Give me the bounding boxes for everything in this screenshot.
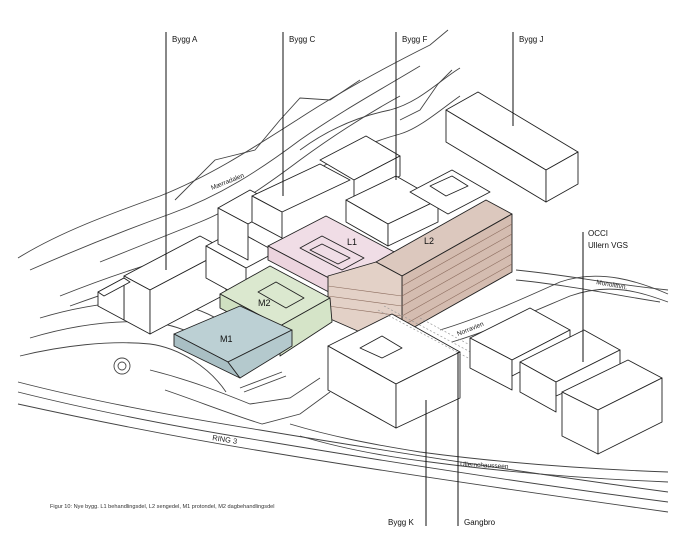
label-bygg-a: Bygg A [172,35,198,44]
label-l2: L2 [424,236,434,246]
occi-ullern-vgs [469,307,663,455]
bygg-k [327,313,461,429]
building-m1 [173,305,293,379]
label-bygg-j: Bygg J [519,35,543,44]
label-l1: L1 [347,237,357,247]
label-bygg-c: Bygg C [289,35,315,44]
leader-lines [165,32,584,526]
label-m1: M1 [220,334,233,344]
label-m2: M2 [258,298,271,308]
label-bygg-f: Bygg F [402,35,427,44]
figure-caption: Figur 10: Nye bygg. L1 behandlingsdel, L… [50,504,275,510]
building-l2 [327,199,513,335]
bygg-c-f [251,135,491,247]
roundabout [113,357,131,375]
street-ring3: RING 3 [212,433,238,446]
label-ullern-vgs: Ullern VGS [588,241,628,250]
label-occi: OCCI [588,229,608,238]
bygg-j [445,91,579,203]
gangbro-walkway [377,305,479,361]
street-maerradalen: Mærradalen [210,172,245,192]
street-ullernchausseen: Ullernchausseen [460,461,509,471]
label-gangbro: Gangbro [464,518,496,527]
label-bygg-k: Bygg K [388,518,414,527]
